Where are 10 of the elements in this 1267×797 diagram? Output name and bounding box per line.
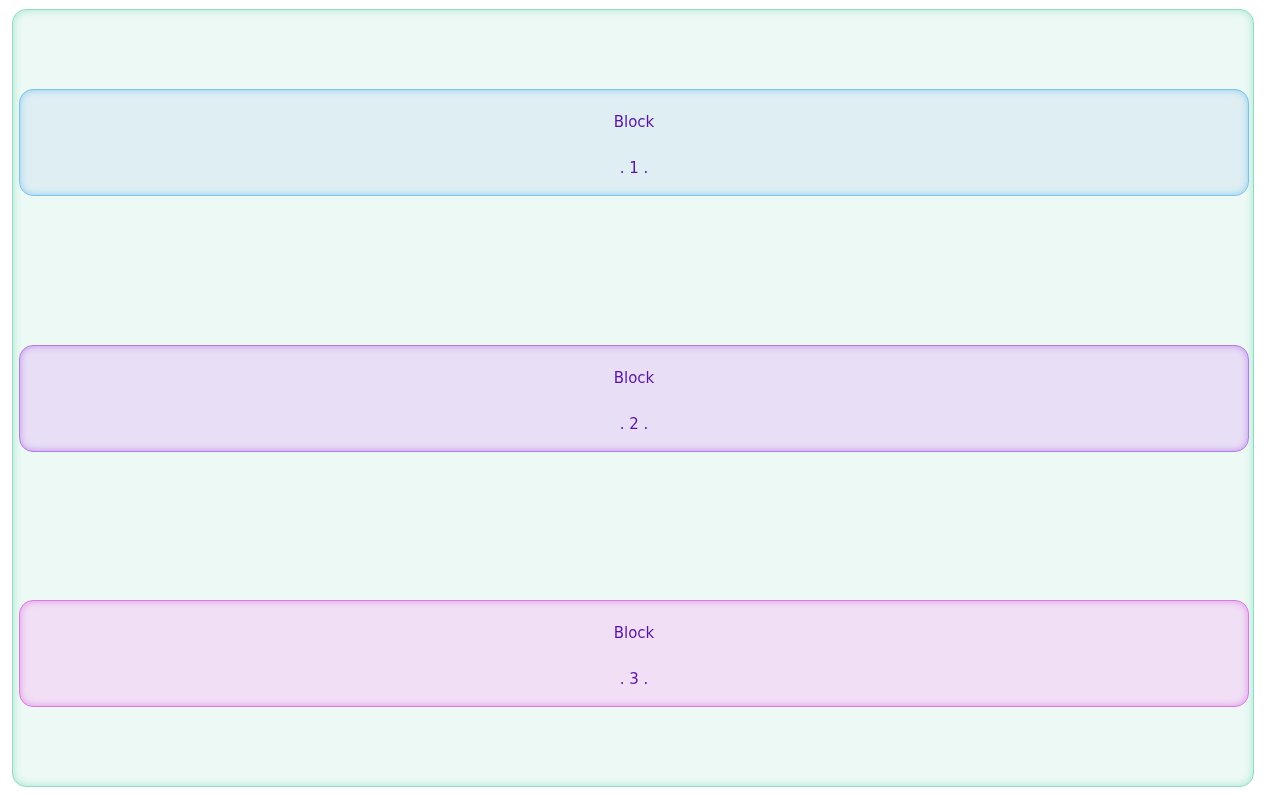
block-panel [19, 345, 1249, 452]
block-panel [19, 89, 1249, 196]
block-title: Block [613, 623, 655, 643]
block-panel [19, 600, 1249, 707]
block-number: . 1 . [619, 158, 649, 178]
block-title: Block [613, 368, 655, 388]
block-number: . 2 . [619, 414, 649, 434]
block-number: . 3 . [619, 669, 649, 689]
block-title: Block [613, 112, 655, 132]
container-panel [12, 9, 1254, 787]
